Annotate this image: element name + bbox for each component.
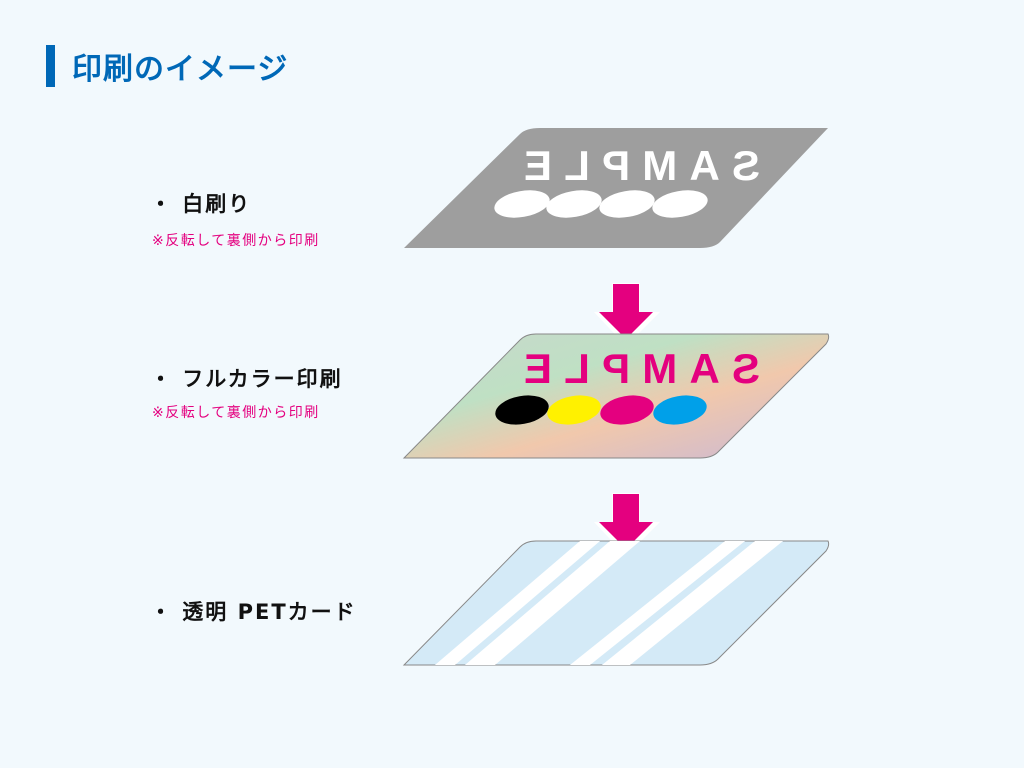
full-color-card: SAMPLE bbox=[402, 333, 830, 459]
white-dots bbox=[494, 190, 708, 218]
dot-cyan bbox=[653, 395, 707, 425]
layer-label-white-print: ・ 白刷り bbox=[150, 192, 252, 216]
title-accent-bar bbox=[46, 45, 55, 87]
down-arrow-icon bbox=[594, 283, 660, 346]
layer-label-pet-card: ・ 透明 PETカード bbox=[150, 600, 357, 624]
page-title: 印刷のイメージ bbox=[72, 52, 289, 87]
layer-note-white-print: ※反転して裏側から印刷 bbox=[152, 233, 320, 249]
pet-card bbox=[402, 540, 830, 666]
layer-label-full-color: ・ フルカラー印刷 bbox=[150, 367, 343, 391]
dot-magenta bbox=[600, 395, 654, 425]
dot-yellow bbox=[547, 395, 601, 425]
shine-stripes bbox=[435, 541, 783, 665]
white-print-card: SAMPLE bbox=[404, 128, 828, 248]
dot-black bbox=[495, 395, 549, 425]
down-arrow-icon bbox=[594, 493, 660, 556]
layer-note-full-color: ※反転して裏側から印刷 bbox=[152, 405, 320, 421]
